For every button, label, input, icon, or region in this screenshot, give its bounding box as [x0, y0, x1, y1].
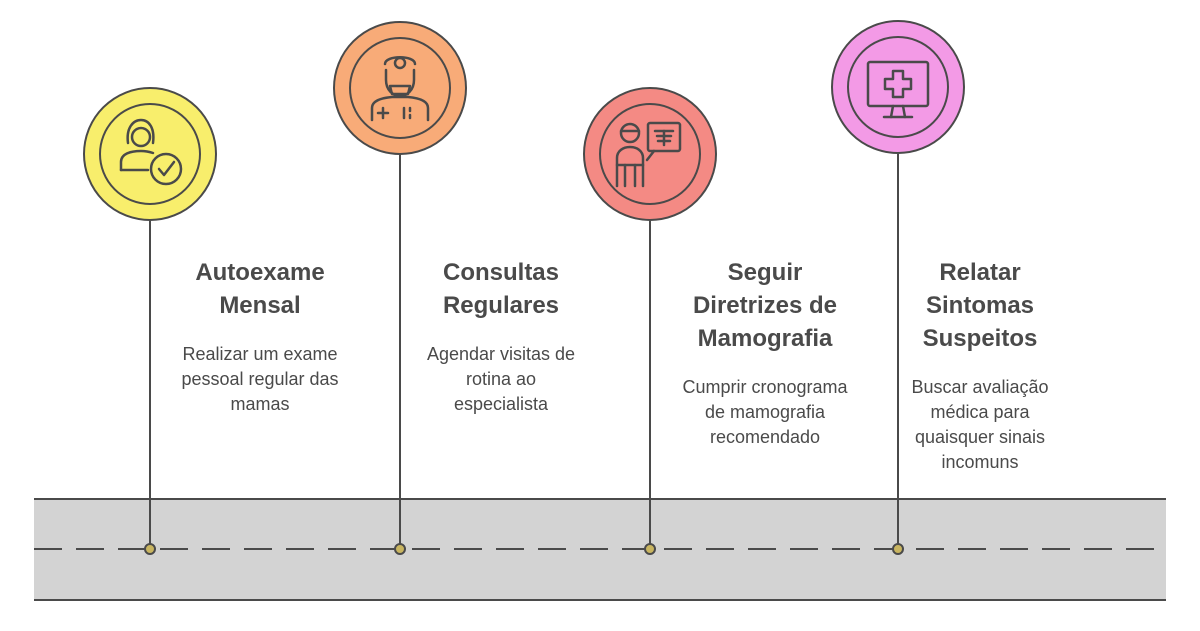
- road: [34, 498, 1166, 601]
- doctor-xray-icon: [615, 121, 682, 188]
- step-2-marker: [394, 543, 406, 555]
- step-4-description: Buscar avaliação médica para quaisquer s…: [911, 377, 1049, 472]
- step-1-circle: [83, 87, 217, 221]
- step-2-inner-ring: [349, 37, 451, 139]
- step-3-marker: [644, 543, 656, 555]
- step-1-marker: [144, 543, 156, 555]
- woman-check-icon: [119, 118, 183, 186]
- step-3-description: Cumprir cronograma de mamografia recomen…: [682, 377, 848, 447]
- step-4-circle: [831, 20, 965, 154]
- step-4-marker: [892, 543, 904, 555]
- step-4: [831, 20, 965, 555]
- medical-monitor-icon: [866, 60, 930, 119]
- step-2: [333, 21, 467, 555]
- step-1-description: Realizar um exame pessoal regular das ma…: [181, 344, 339, 414]
- step-1-inner-ring: [99, 103, 201, 205]
- step-1: [83, 87, 217, 555]
- step-2-text: Consultas Regulares Agendar visitas de r…: [396, 256, 606, 417]
- step-3-title: Seguir Diretrizes de Mamografia: [692, 259, 838, 352]
- step-2-circle: [333, 21, 467, 155]
- step-4-inner-ring: [847, 36, 949, 138]
- step-4-text: Relatar Sintomas Suspeitos Buscar avalia…: [880, 256, 1080, 475]
- doctor-icon: [370, 56, 430, 122]
- step-4-title: Relatar Sintomas Suspeitos: [922, 259, 1038, 352]
- step-3-text: Seguir Diretrizes de Mamografia Cumprir …: [650, 256, 880, 450]
- step-2-title: Consultas Regulares: [442, 259, 560, 319]
- step-2-description: Agendar visitas de rotina ao especialist…: [426, 344, 576, 414]
- step-3-inner-ring: [599, 103, 701, 205]
- step-3: [583, 87, 717, 555]
- step-1-title: Autoexame Mensal: [195, 259, 325, 319]
- step-1-text: Autoexame Mensal Realizar um exame pesso…: [155, 256, 365, 417]
- step-3-circle: [583, 87, 717, 221]
